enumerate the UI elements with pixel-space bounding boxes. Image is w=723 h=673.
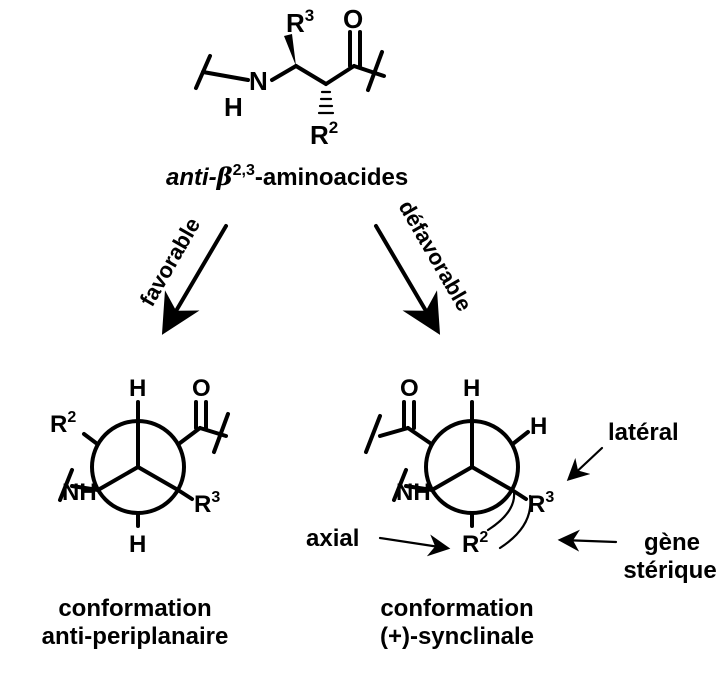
hash-bond [317,90,335,115]
r2-label: R2 [462,529,488,558]
top-molecule: R3 O N H R2 anti-β2,3-aminoacides [166,4,408,191]
compound-title: anti-β2,3-aminoacides [166,162,408,191]
newman-anti-periplanar: H O R2 NH R3 H conformation anti-peripla… [42,375,230,650]
left-caption-line1: conformation [58,595,211,622]
arrow-gene [557,529,618,552]
steric-arc-inner [486,490,516,532]
oxygen-label: O [400,375,419,402]
nh-label: NH [396,479,431,506]
r3-label: R3 [528,489,554,518]
amine-h-label: H [224,92,243,122]
lateral-note: latéral [608,419,679,446]
h-top-label: H [129,375,146,402]
left-caption-line2: anti-periplanaire [42,623,229,650]
arrow-favorable [161,224,228,335]
gene-note-line2: stérique [623,557,716,584]
arrow-defavorable [374,224,441,335]
steric-arc-outer [498,494,532,550]
defavorable-label: défavorable [394,196,477,315]
right-caption-line2: (+)-synclinale [380,623,534,650]
r2-label: R2 [50,409,76,438]
gene-note-line1: gène [644,529,700,556]
h-top-label: H [463,375,480,402]
h-right-label: H [530,413,547,440]
arrow-axial [378,534,451,557]
reaction-arrows: favorable défavorable [135,196,477,335]
axial-note: axial [306,525,359,552]
right-caption-line1: conformation [380,595,533,622]
arrow-lateral [566,446,604,482]
r3-label: R3 [194,489,220,518]
nh-label: NH [62,479,97,506]
r3-label: R3 [286,6,314,38]
oxygen-label: O [192,375,211,402]
amine-n-label: N [249,66,268,96]
r2-label: R2 [310,118,338,150]
favorable-label: favorable [135,213,206,310]
h-bottom-label: H [129,531,146,558]
oxygen-label: O [343,4,363,34]
newman-synclinal: H O H NH R3 R2 latéral axial gène stériq… [306,375,717,650]
